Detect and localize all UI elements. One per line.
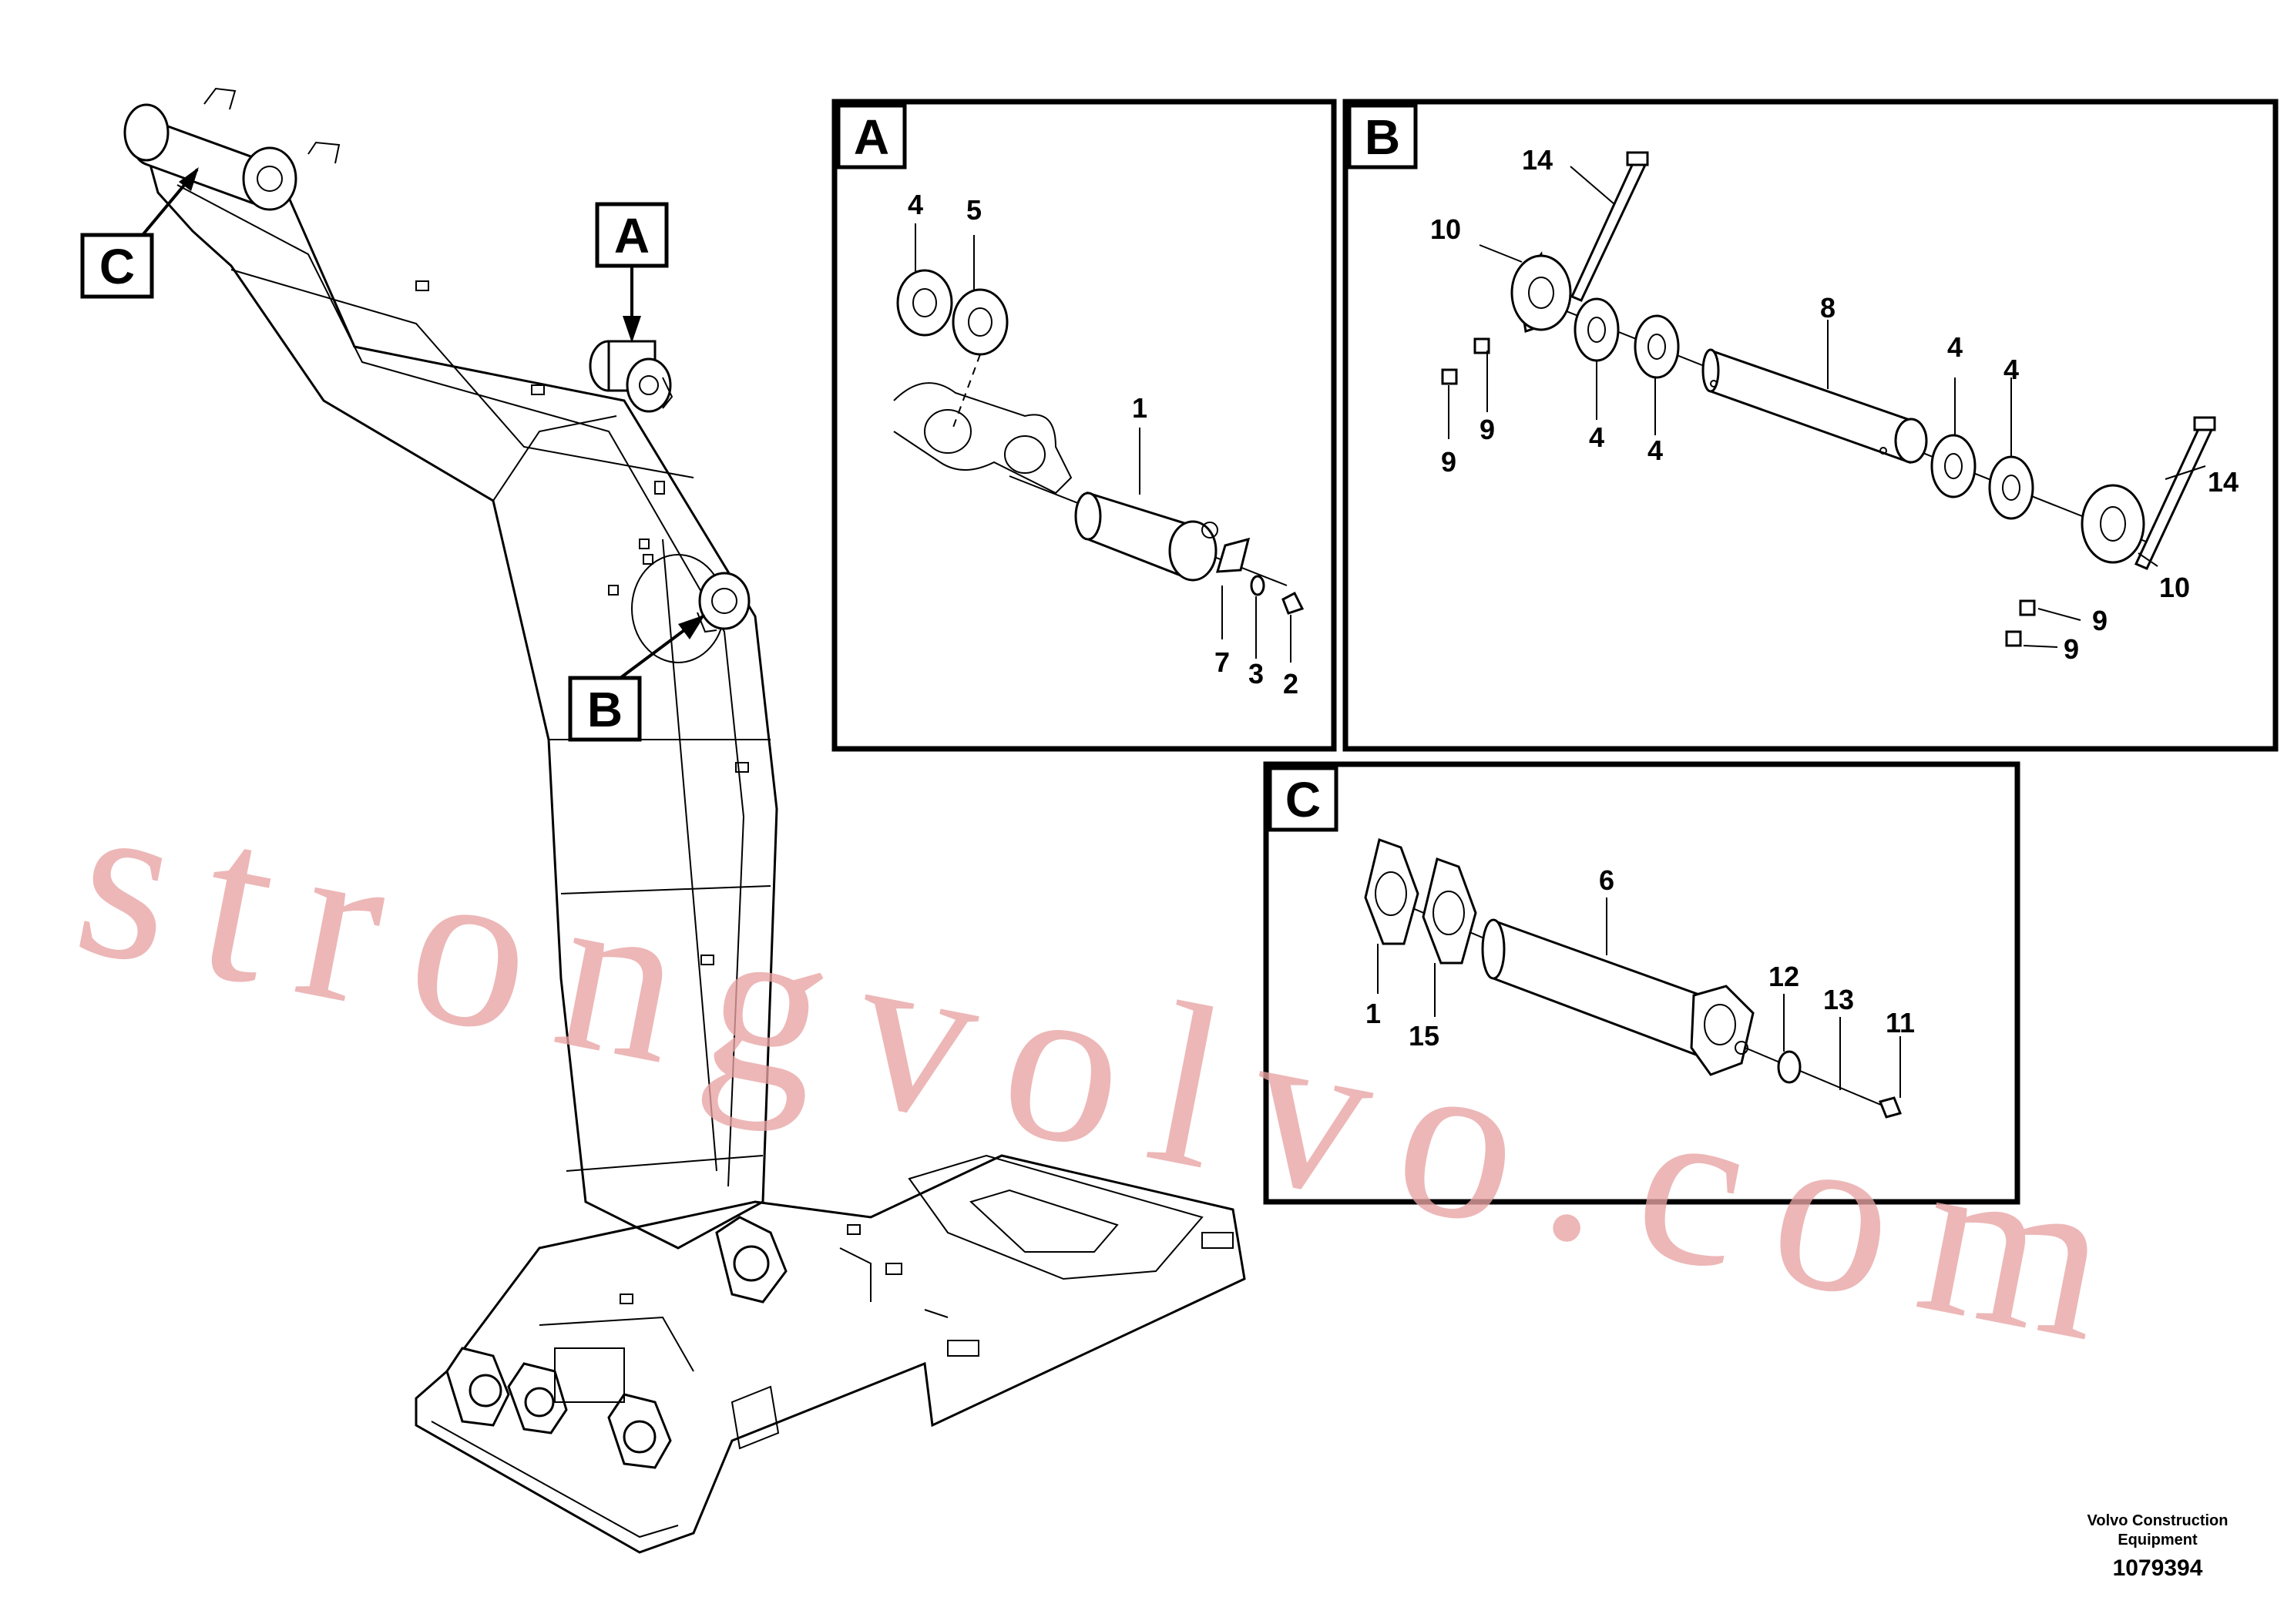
shim-left [1364,838,1419,945]
lock-plate-7 [1215,537,1251,573]
callout-c: C [80,167,199,299]
label-b-10a: 10 [1430,213,1461,245]
label-b-14a: 14 [1522,144,1553,176]
label-b-9a: 9 [1441,446,1456,478]
label-c-13: 13 [1823,984,1854,1015]
detail-a-tag: A [854,109,889,165]
label-c-15: 15 [1409,1020,1439,1052]
label-c-6: 6 [1599,864,1614,896]
spacer-10-left [1510,251,1572,333]
label-c-11: 11 [1886,1007,1915,1038]
label-a-7: 7 [1214,646,1230,678]
base-frame-drawing [415,1154,1246,1554]
pin-6 [1481,918,1755,1076]
drawing-number: 1079394 [2113,1555,2203,1581]
nut-9-c [2019,599,2036,616]
boom-top-pin [123,87,341,211]
footer-brand-line1: Volvo Construction [2087,1512,2229,1529]
callout-b-label: B [587,682,623,737]
bolt-11 [1878,1096,1903,1119]
washer-3 [1250,575,1265,596]
detail-view-a: A 4 5 1 7 3 [831,99,1337,752]
nut-9-b [1473,337,1490,354]
callout-c-label: C [99,239,135,294]
boom-rivets [415,280,749,965]
footer: Volvo Construction Equipment 1079394 [2087,1512,2229,1581]
label-a-4: 4 [908,189,923,220]
nut-9-a [1441,368,1458,385]
label-a-5: 5 [966,194,982,226]
spacer-10-right [2081,484,2145,564]
label-a-3: 3 [1248,658,1264,690]
detail-c-tag: C [1285,772,1321,827]
pin-1 [1074,491,1218,582]
nut-9-d [2005,630,2022,647]
label-b-9d: 9 [2064,633,2079,665]
washer-4 [896,269,953,337]
detail-view-b: B [1342,99,2279,752]
label-c-12: 12 [1768,961,1799,992]
callout-b: B [568,615,705,742]
washer-4-b1 [1574,297,1620,362]
boom-pin-a [589,340,673,413]
label-a-1: 1 [1132,392,1147,424]
pin-8 [1701,348,1928,465]
callout-a: A [595,202,669,343]
label-b-8: 8 [1820,292,1836,324]
label-b-4b: 4 [1647,435,1663,466]
washer-4-b3 [1930,434,1977,498]
label-b-4d: 4 [2003,354,2019,385]
callout-a-label: A [614,208,650,263]
washer-4-b4 [1988,455,2034,520]
bolt-14-right [2134,416,2216,570]
shim-15 [1422,857,1477,965]
bolt-14-left [1570,151,1649,302]
label-b-9c: 9 [2092,605,2108,636]
boom-pin-b [631,554,751,663]
washer-12 [1777,1050,1802,1084]
detail-view-c: C 1 15 6 12 [1263,761,2020,1205]
bolt-2 [1281,591,1305,615]
label-b-14b: 14 [2208,466,2239,498]
label-b-4c: 4 [1947,331,1963,363]
washer-5 [952,288,1009,356]
washer-4-b2 [1634,314,1680,379]
detail-b-tag: B [1365,109,1400,165]
footer-brand-line2: Equipment [2118,1532,2198,1549]
boom-drawing [123,87,778,1250]
label-b-9b: 9 [1480,414,1495,445]
label-a-2: 2 [1283,668,1298,700]
label-c-1: 1 [1365,998,1381,1029]
label-b-10b: 10 [2159,572,2190,603]
label-b-4a: 4 [1589,421,1604,453]
